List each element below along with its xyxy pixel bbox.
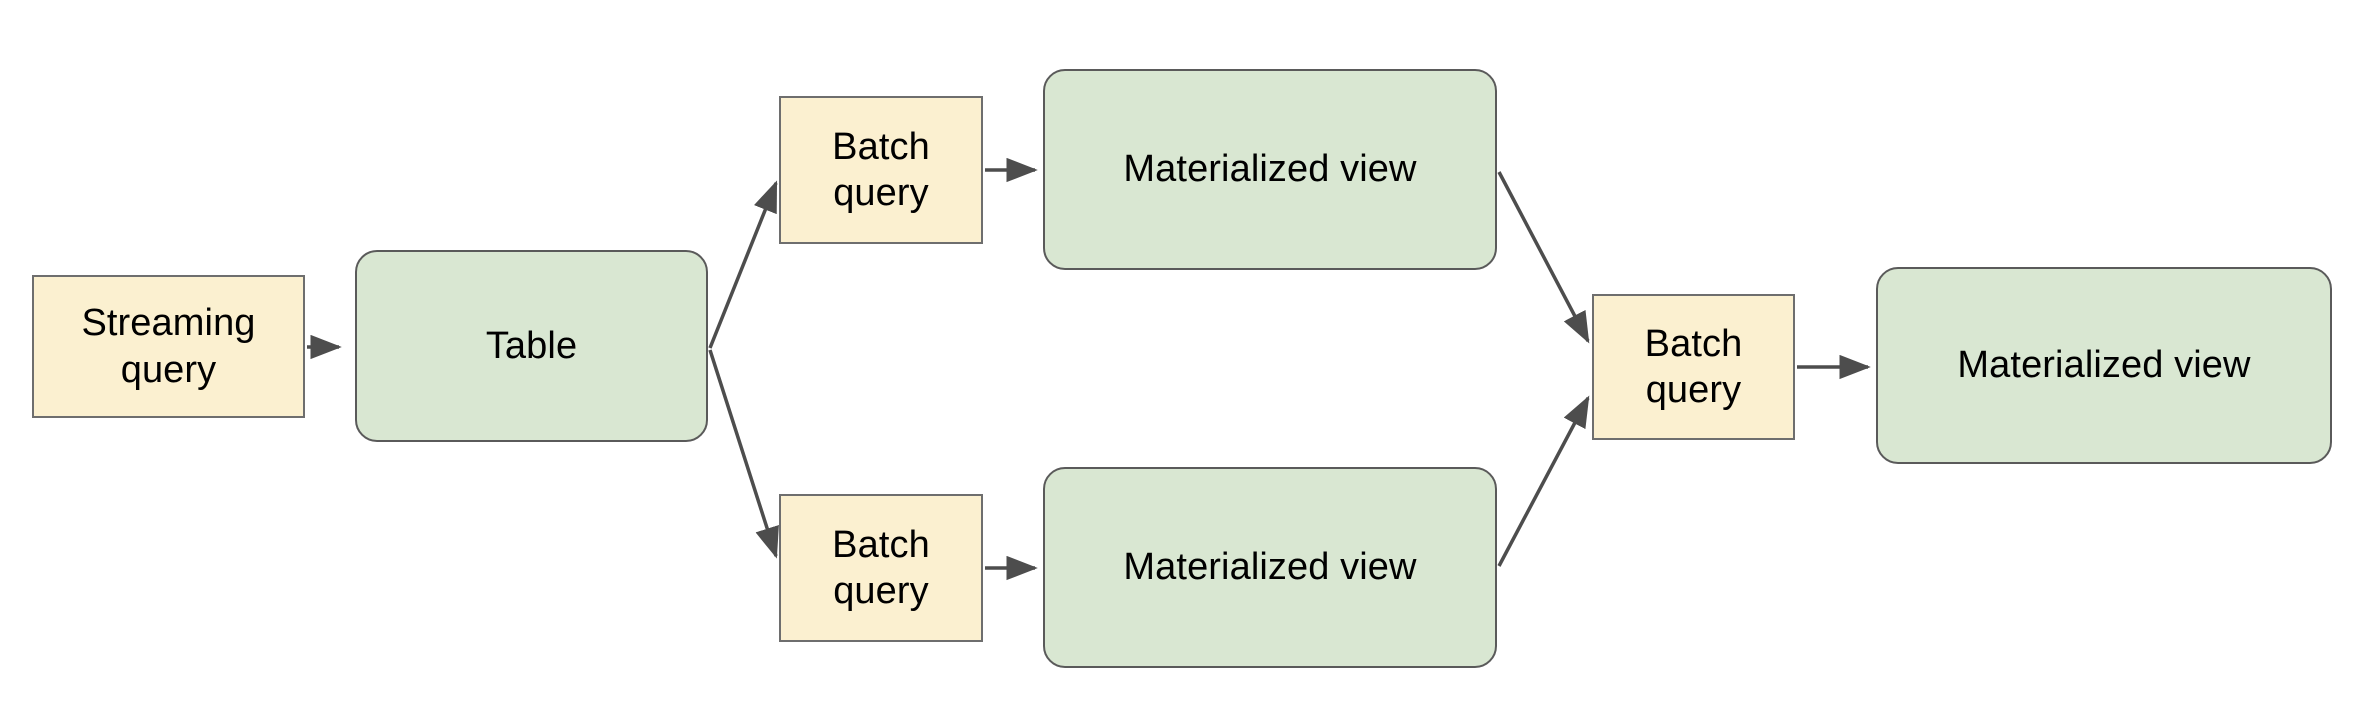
edge-table-to-batch-query-top [708,180,778,349]
node-streaming-query[interactable]: Streaming query [32,275,305,418]
node-materialized-view-bottom[interactable]: Materialized view [1043,467,1497,668]
node-batch-query-bottom[interactable]: Batch query [779,494,983,642]
node-materialized-view-final[interactable]: Materialized view [1876,267,2332,464]
edge-materialized-view-top-to-batch-query-merge [1497,171,1590,344]
node-batch-query-merge[interactable]: Batch query [1592,294,1795,440]
edge-table-to-batch-query-bottom [708,349,779,559]
edge-materialized-view-bottom-to-batch-query-merge [1497,395,1590,567]
node-batch-query-top[interactable]: Batch query [779,96,983,244]
node-materialized-view-top[interactable]: Materialized view [1043,69,1497,270]
node-table[interactable]: Table [355,250,708,442]
